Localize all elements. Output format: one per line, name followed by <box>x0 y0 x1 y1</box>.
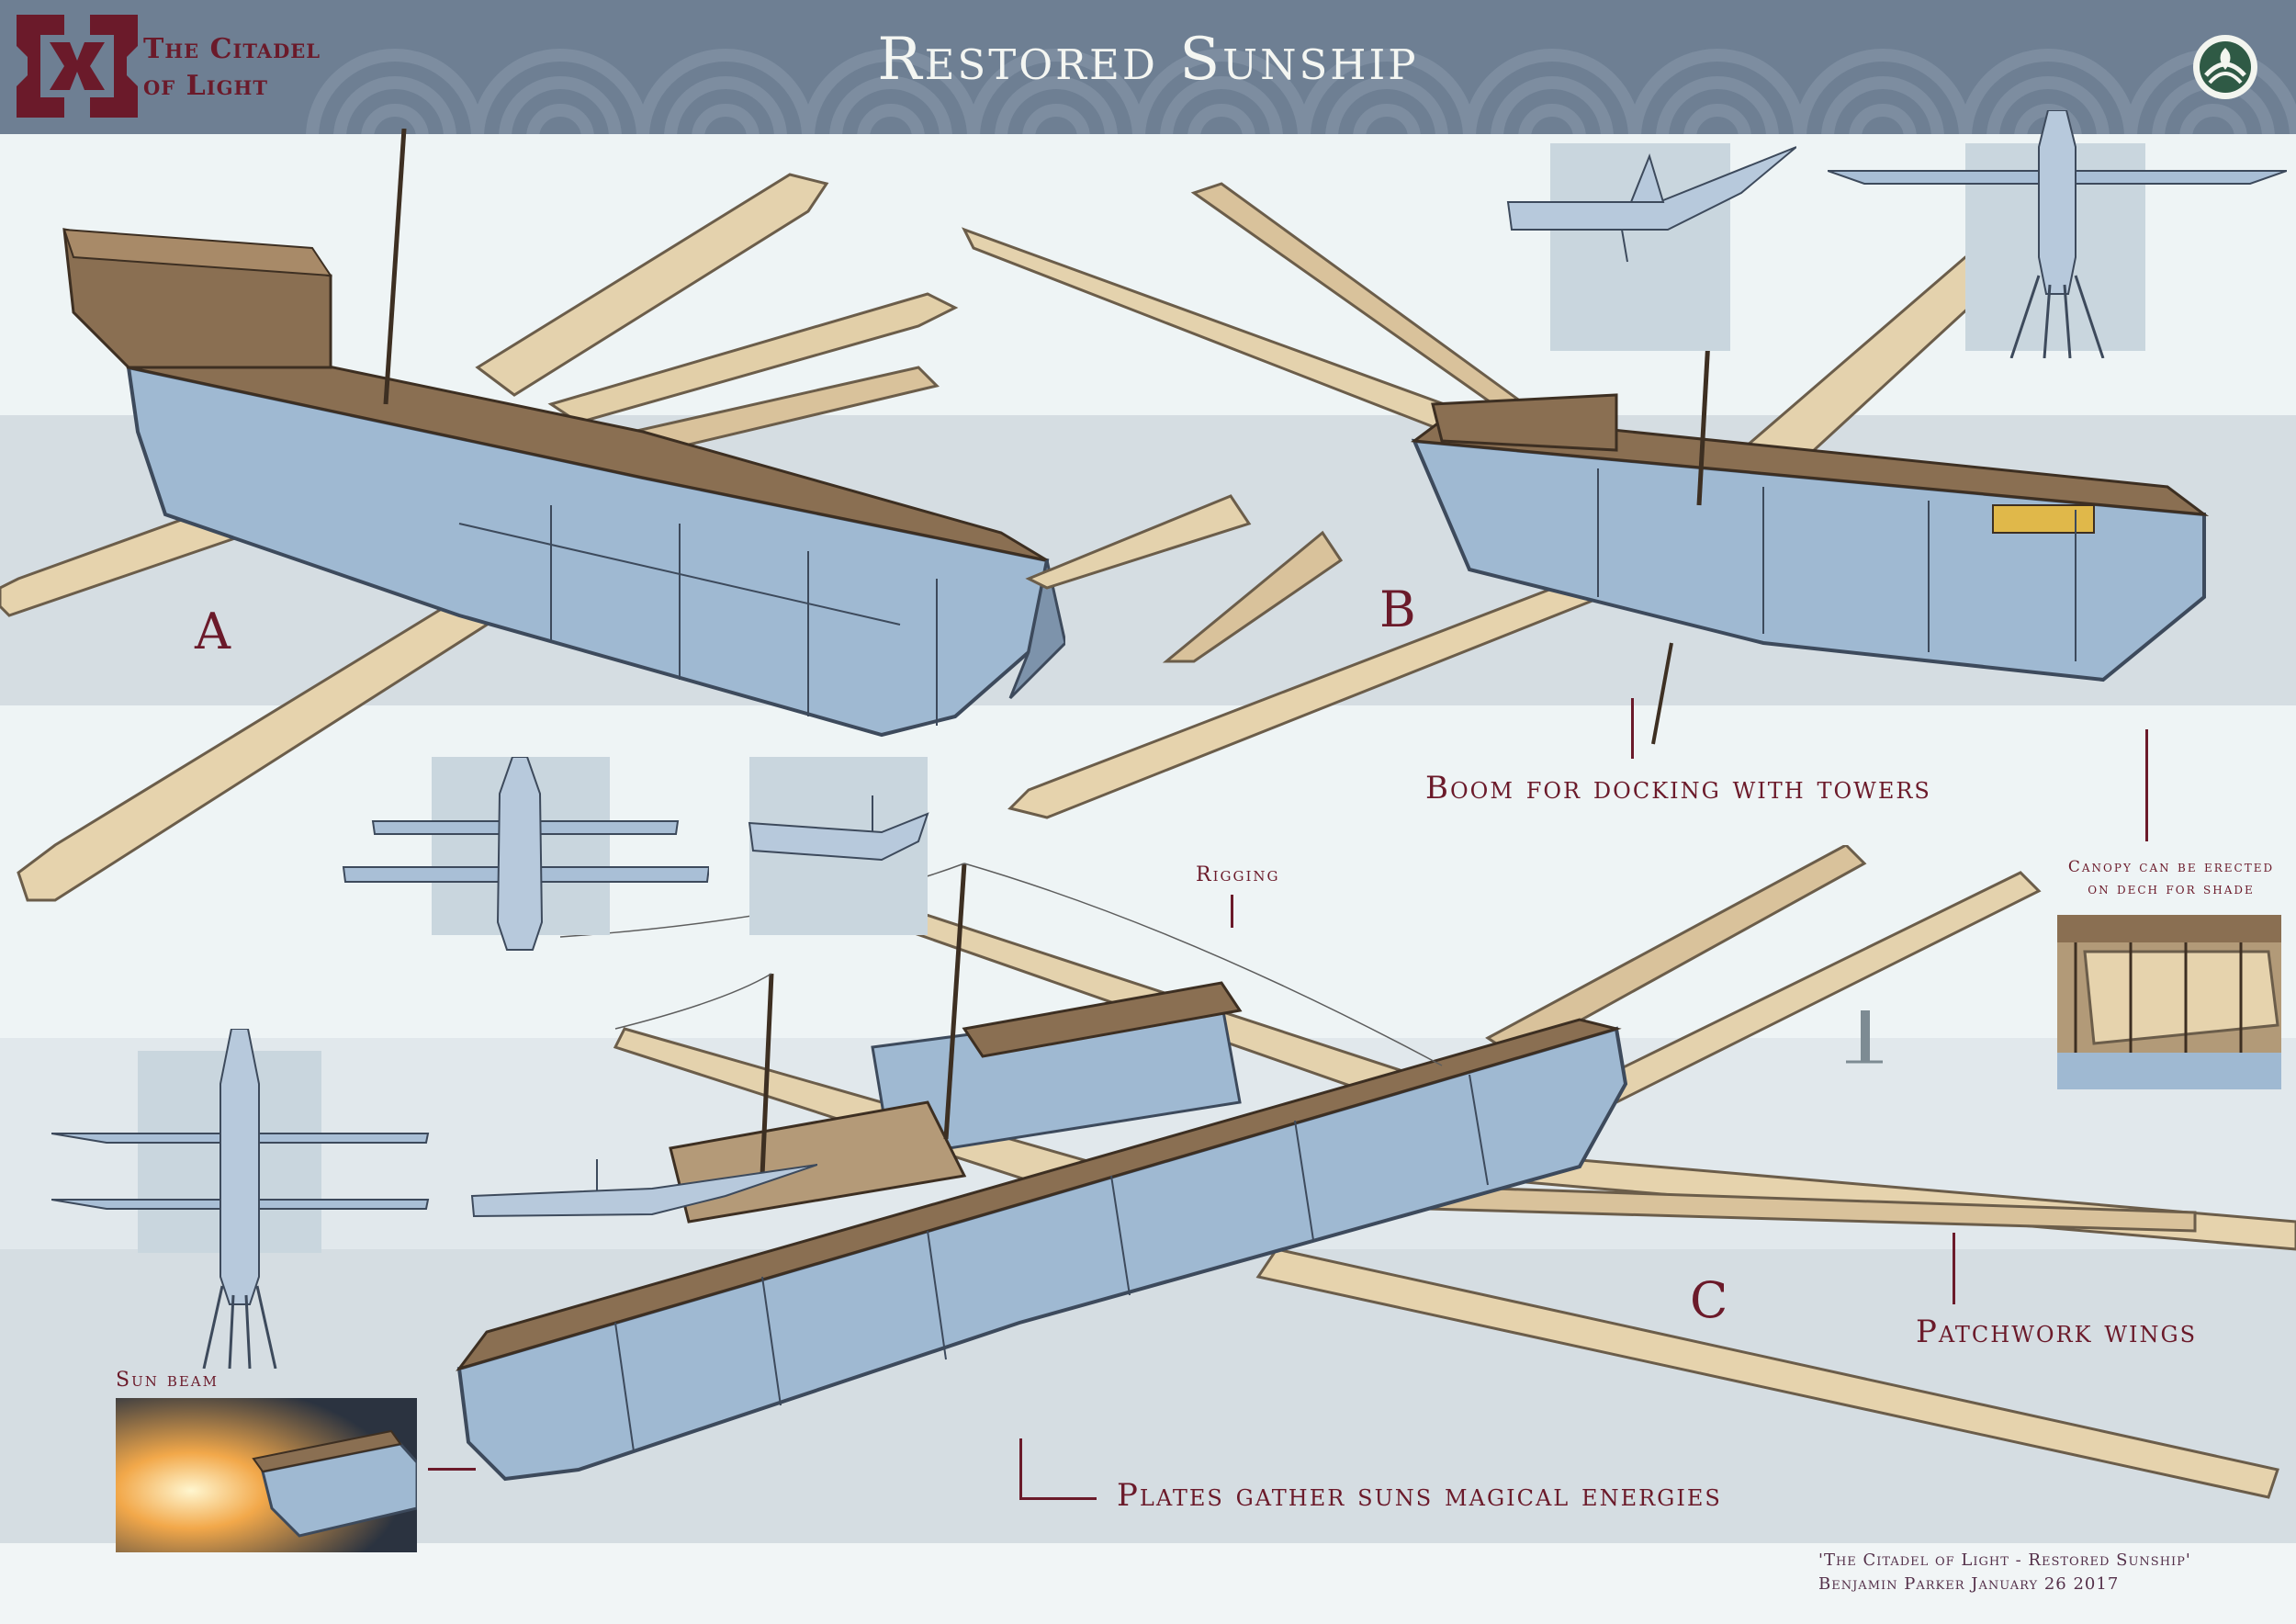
credit-title: 'The Citadel of Light - Restored Sunship… <box>1818 1551 2191 1570</box>
patchwork-callout: Patchwork wings <box>1916 1314 2198 1350</box>
ship-b-illustration <box>961 182 2210 819</box>
plates-callout-line-h <box>1019 1497 1097 1500</box>
canopy-inset <box>2057 915 2281 1089</box>
view-label-b: B <box>1379 581 1416 638</box>
page-title: Restored Sunship <box>877 26 1419 94</box>
plates-callout: Plates gather suns magical energies <box>1117 1477 1722 1514</box>
brand-line-1: The Citadel <box>143 33 321 65</box>
canopy-callout-line <box>2145 729 2148 841</box>
ship-b-top-view <box>1828 110 2287 358</box>
boom-callout-line <box>1631 698 1634 759</box>
ship-c-illustration <box>456 845 2296 1499</box>
sun-beam-callout-line <box>428 1468 476 1471</box>
canopy-callout-line-2: on dech for shade <box>2088 880 2255 898</box>
brand-line-2: of Light <box>143 70 268 102</box>
credit-author-date: Benjamin Parker January 26 2017 <box>1818 1574 2120 1594</box>
artist-credit: 'The Citadel of Light - Restored Sunship… <box>1818 1549 2191 1596</box>
patchwork-callout-line <box>1953 1233 1955 1304</box>
brand-name: The Citadel of Light <box>143 31 321 105</box>
ship-c-side-view <box>470 1159 817 1218</box>
rigging-callout-line <box>1231 895 1233 928</box>
ship-a-top-view <box>342 757 709 951</box>
plates-callout-line-v <box>1019 1438 1022 1499</box>
ship-c-top-view <box>51 1029 430 1369</box>
leaf-emblem-icon <box>2193 35 2257 99</box>
rigging-callout: Rigging <box>1196 863 1280 886</box>
background-band-bottom <box>0 1543 2296 1624</box>
sun-beam-label: Sun beam <box>116 1369 219 1392</box>
sun-beam-inset <box>116 1398 417 1552</box>
canopy-callout-line-1: Canopy can be erected <box>2067 858 2275 876</box>
ship-b-side-view <box>1506 146 1796 263</box>
canopy-callout: Canopy can be erected on dech for shade <box>2054 856 2289 900</box>
view-label-a: A <box>195 603 231 660</box>
header-bar: The Citadel of Light Restored Sunship <box>0 0 2296 134</box>
view-label-c: C <box>1690 1271 1728 1329</box>
ship-a-side-view <box>748 795 929 862</box>
ship-a-illustration <box>0 129 1065 902</box>
citadel-logo-icon <box>17 15 138 118</box>
boom-callout: Boom for docking with towers <box>1425 770 1931 806</box>
